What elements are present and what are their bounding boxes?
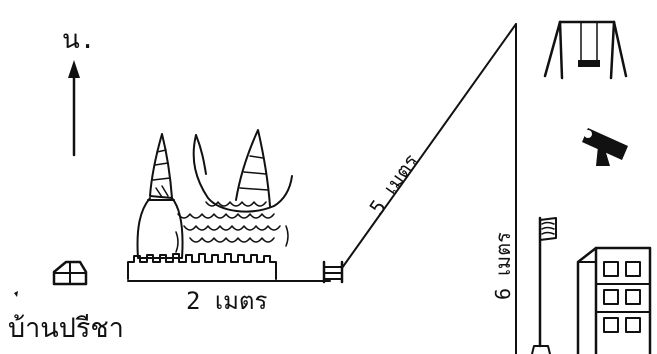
building-icon	[578, 248, 650, 354]
north-arrow-icon	[68, 60, 80, 155]
segment-diagonal-label: 5 เมตร	[364, 149, 423, 219]
house-label: บ้านปรีชา	[8, 313, 124, 344]
segment-diagonal	[342, 24, 516, 268]
house-icon	[54, 262, 86, 284]
ladder-icon	[324, 262, 342, 282]
north-label: น.	[62, 25, 95, 55]
flag-icon	[532, 218, 556, 354]
segment-vertical-label: 6 เมตร	[491, 232, 515, 300]
pagoda-temple-icon	[128, 130, 292, 279]
tone-mark-icon	[14, 291, 18, 297]
swing-icon	[545, 22, 626, 78]
segment-horizontal-label: 2 เมตร	[186, 287, 268, 315]
telescope-icon	[582, 128, 628, 166]
